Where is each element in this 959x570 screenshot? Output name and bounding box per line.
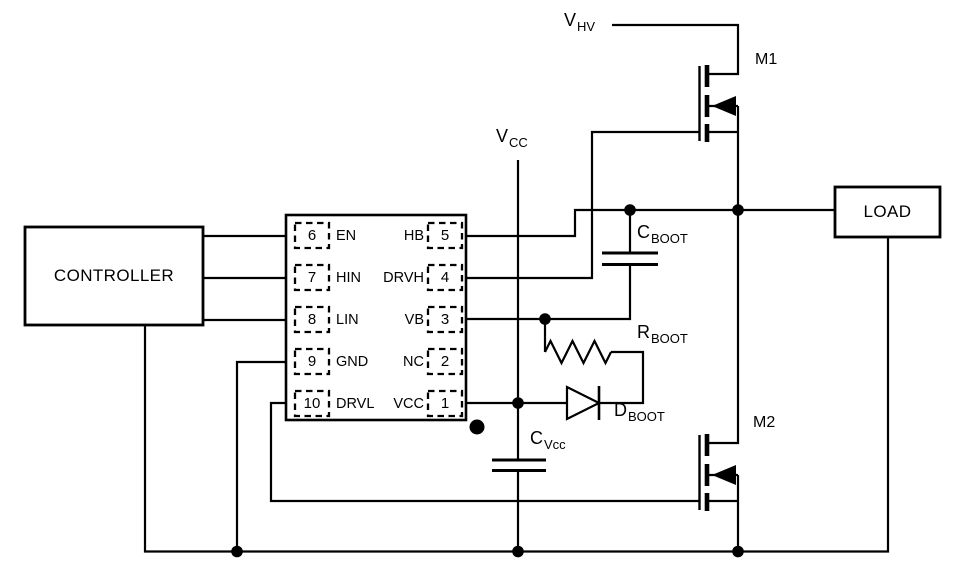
pin-3-number: 3 <box>440 311 450 328</box>
pin-pad-2 <box>426 347 464 376</box>
pin-7-number: 7 <box>307 269 317 286</box>
pin-pad-3 <box>426 305 464 334</box>
pin-gnd-label: GND <box>336 353 369 370</box>
cboot-plates <box>602 251 658 266</box>
pin-pad-8 <box>293 305 331 334</box>
pin-drvl-label: DRVL <box>336 395 375 412</box>
junction-dot <box>732 545 744 558</box>
load-box <box>833 185 942 239</box>
m2-body-diode-arrow-icon <box>712 465 736 485</box>
wires <box>143 23 890 553</box>
wire-hb-switch-node <box>466 208 835 238</box>
pin-6-number: 6 <box>307 227 317 244</box>
junction-dot <box>512 397 524 409</box>
pin-10-number: 10 <box>303 395 321 412</box>
pin-hb-label: HB <box>403 227 424 244</box>
pin-vb-label: VB <box>404 311 424 328</box>
controller-box <box>23 225 205 327</box>
junction-dot <box>732 204 744 216</box>
mosfet-m2 <box>698 434 740 552</box>
cvcc-plates <box>492 458 546 472</box>
wire-vhv-m1-drain <box>612 23 740 76</box>
junction-dots <box>231 204 744 558</box>
load-label: LOAD <box>863 202 912 221</box>
pin-pad-4 <box>426 263 464 292</box>
pin-9-number: 9 <box>307 353 317 370</box>
ic-pin-pads <box>293 221 464 418</box>
diode-dboot <box>565 385 602 421</box>
junction-dot <box>512 545 524 558</box>
wire-gnd <box>235 360 286 552</box>
junction-dot <box>231 545 243 558</box>
junction-dot <box>539 313 551 325</box>
pin-4-number: 4 <box>440 269 450 286</box>
wire-drvh-m1-gate <box>466 130 699 280</box>
resistor-rboot <box>544 338 612 366</box>
m1-label: M1 <box>755 51 778 68</box>
wire-dboot-rboot <box>599 350 645 405</box>
pin-lin-label: LIN <box>336 311 359 328</box>
m2-label: M2 <box>753 414 776 431</box>
m1-body-diode-arrow-icon <box>712 96 736 116</box>
pin-1-number: 1 <box>440 395 450 412</box>
pin-pad-10 <box>293 389 331 418</box>
pin-8-number: 8 <box>307 311 317 328</box>
capacitor-cboot <box>602 210 658 266</box>
pin1-indicator-dot <box>469 419 485 435</box>
m1-body-source-leads <box>707 104 740 210</box>
pin-drvh-label: DRVH <box>383 269 424 286</box>
capacitor-cvcc <box>492 458 546 472</box>
pin-pad-5 <box>426 221 464 250</box>
m2-body-source-leads <box>707 473 740 552</box>
pin-hin-label: HIN <box>336 269 361 286</box>
pin-en-label: EN <box>336 227 357 244</box>
pin-nc-label: NC <box>403 353 424 370</box>
ic-outline <box>284 213 468 422</box>
mosfet-m1 <box>698 65 740 210</box>
pin-pad-1 <box>426 389 464 418</box>
pin-5-number: 5 <box>440 227 450 244</box>
wire-drvl-m2-gate <box>269 401 699 503</box>
pin-2-number: 2 <box>440 353 450 370</box>
dboot-triangle <box>565 385 602 421</box>
controller-label: CONTROLLER <box>53 266 175 285</box>
pin-pad-9 <box>293 347 331 376</box>
wire-ground-bus <box>143 237 890 553</box>
pin-vcc-label: VCC <box>393 395 424 412</box>
wire-vb <box>466 264 632 321</box>
pin-pad-7 <box>293 263 331 292</box>
pin-pad-6 <box>293 221 331 250</box>
wire-m2-drain <box>707 210 740 445</box>
junction-dot <box>624 204 636 216</box>
